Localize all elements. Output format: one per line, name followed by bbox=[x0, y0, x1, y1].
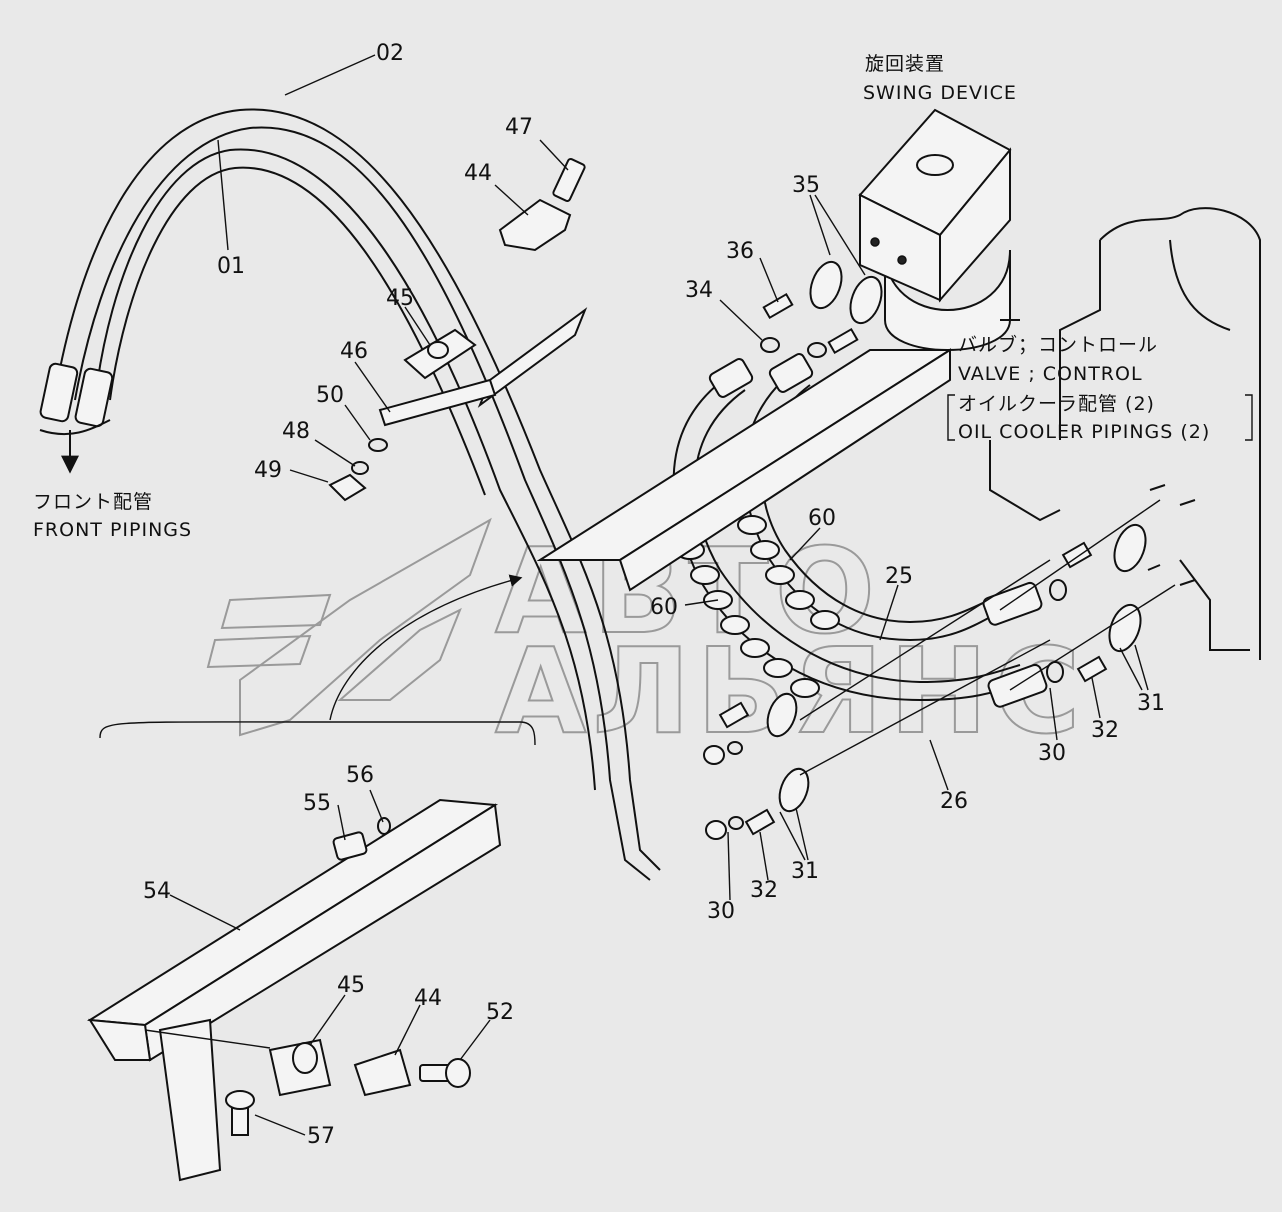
label-45-upper: 45 bbox=[386, 286, 414, 311]
label-26: 26 bbox=[940, 789, 968, 814]
note-swing-en: SWING DEVICE bbox=[863, 82, 1017, 104]
frame-beam-upper bbox=[477, 307, 954, 592]
label-36: 36 bbox=[726, 239, 754, 264]
note-valve-jp: バルブ；コントロール bbox=[958, 333, 1158, 356]
hose-01-02 bbox=[39, 108, 661, 881]
note-front-en: FRONT PIPINGS bbox=[33, 519, 192, 541]
label-60-lower: 60 bbox=[650, 595, 678, 620]
note-cooler-jp: オイルクーラ配管 (2) bbox=[958, 393, 1155, 415]
note-front-jp: フロント配管 bbox=[33, 491, 153, 513]
label-55: 55 bbox=[303, 791, 331, 816]
swing-device bbox=[858, 108, 1012, 351]
label-34: 34 bbox=[685, 278, 713, 303]
label-31-lower: 31 bbox=[791, 859, 819, 884]
label-44-lower: 44 bbox=[414, 986, 442, 1011]
label-31-right: 31 bbox=[1137, 691, 1165, 716]
label-57: 57 bbox=[307, 1124, 335, 1149]
notes: 旋回装置 SWING DEVICE バルブ；コントロール VALVE ; CON… bbox=[33, 53, 1253, 541]
lower-bracket bbox=[86, 574, 536, 1182]
label-60-upper: 60 bbox=[808, 506, 836, 531]
note-cooler-en: OIL COOLER PIPINGS (2) bbox=[958, 421, 1210, 443]
note-valve-en: VALVE ; CONTROL bbox=[958, 363, 1143, 385]
label-45-lower: 45 bbox=[337, 973, 365, 998]
label-49: 49 bbox=[254, 458, 282, 483]
label-01: 01 bbox=[217, 254, 245, 279]
label-30-lower: 30 bbox=[707, 899, 735, 924]
watermark-logo bbox=[206, 517, 492, 737]
note-swing-jp: 旋回装置 bbox=[865, 53, 945, 75]
label-30-right: 30 bbox=[1038, 741, 1066, 766]
clamp-parts-upper bbox=[328, 158, 586, 502]
label-50: 50 bbox=[316, 383, 344, 408]
label-48: 48 bbox=[282, 419, 310, 444]
label-32-right: 32 bbox=[1091, 718, 1119, 743]
part-labels: 02 01 47 44 45 46 50 48 49 35 36 34 60 6… bbox=[143, 41, 1165, 1149]
label-56: 56 bbox=[346, 763, 374, 788]
watermark-line2: АЛЬЯНС bbox=[495, 622, 1087, 760]
spiral-guard bbox=[675, 515, 840, 698]
label-44-upper: 44 bbox=[464, 161, 492, 186]
control-valve bbox=[989, 207, 1261, 660]
label-52: 52 bbox=[486, 1000, 514, 1025]
label-02: 02 bbox=[376, 41, 404, 66]
label-32-lower: 32 bbox=[750, 878, 778, 903]
leader-lines bbox=[169, 54, 1149, 1136]
label-54: 54 bbox=[143, 879, 171, 904]
label-47: 47 bbox=[505, 115, 533, 140]
label-35: 35 bbox=[792, 173, 820, 198]
label-46: 46 bbox=[340, 339, 368, 364]
label-25: 25 bbox=[885, 564, 913, 589]
fittings bbox=[703, 260, 1196, 840]
